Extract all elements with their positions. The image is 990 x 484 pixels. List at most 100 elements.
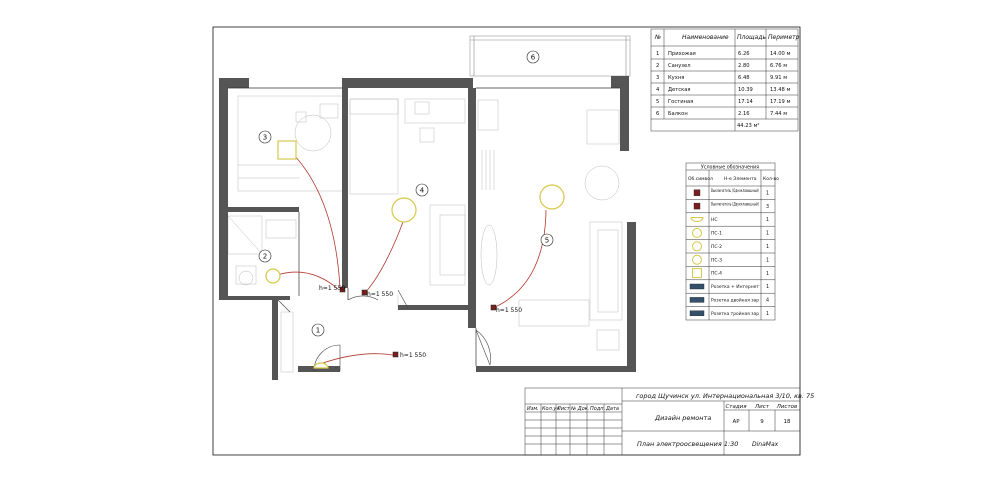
legend-title: Условные обозначения <box>701 165 759 171</box>
switch-icon <box>339 286 346 293</box>
rooms-cell-no: 2 <box>656 63 659 69</box>
ceiling-light-icon <box>692 254 702 265</box>
legend-table <box>685 162 776 321</box>
legend-item-name: Выключатель (Одноклавишный) <box>711 188 759 193</box>
sign-header: Изм. <box>527 406 539 412</box>
rooms-cell-perimeter: 6.76 м <box>770 63 787 69</box>
legend-item-name: НС <box>711 217 718 223</box>
room-label-5: 5 <box>545 237 549 245</box>
rooms-cell-name: Гостиная <box>668 99 693 105</box>
sheets-value: 18 <box>784 419 791 425</box>
wire-kitchen <box>293 154 341 289</box>
legend-header-symbol: Об.символ <box>688 176 713 182</box>
legend-item-name: Розетка тройная зар <box>711 310 759 317</box>
rooms-cell-perimeter: 13.48 м <box>770 87 790 93</box>
legend-item-qty: 1 <box>766 231 769 237</box>
stage-header: Стадия <box>725 404 747 410</box>
legend-item-qty: 1 <box>766 311 769 317</box>
legend-item-name: Выключатель (Двухклавишный) <box>711 202 759 207</box>
project-name: Дизайн ремонта <box>654 414 711 422</box>
room-label-3: 3 <box>263 134 267 142</box>
rooms-cell-no: 3 <box>656 75 659 81</box>
switch-single-icon <box>693 189 701 196</box>
sheets-header: Листов <box>776 404 798 410</box>
rooms-cell-name: Кухня <box>668 75 684 81</box>
sheet-value: 9 <box>760 419 764 425</box>
height-label: h=1 550 <box>319 285 345 292</box>
switches <box>339 286 497 358</box>
legend-item-qty: 1 <box>766 190 769 196</box>
legend-item-qty: 1 <box>766 244 769 250</box>
height-label: h=1 550 <box>367 291 393 298</box>
sign-header: Лист <box>556 406 571 412</box>
sign-header: Подп. <box>590 406 605 412</box>
rooms-cell-area: 10.39 <box>738 87 753 93</box>
ceiling-light-icon <box>692 227 702 238</box>
wire-bath <box>276 271 339 290</box>
ceiling-light-bath <box>265 268 281 284</box>
rooms-table <box>650 28 799 132</box>
legend-item-name: ПС-4 <box>711 271 722 277</box>
legend-item-name: ПС-2 <box>711 244 722 250</box>
rooms-total: 44.23 м² <box>737 123 760 129</box>
room-label-6: 6 <box>531 54 536 62</box>
rooms-cell-name: Детская <box>668 87 691 93</box>
rooms-cell-no: 5 <box>656 99 659 105</box>
lights <box>265 140 565 369</box>
rooms-cell-no: 1 <box>656 51 659 57</box>
rooms-cell-area: 6.26 <box>738 51 750 57</box>
switch-icon <box>490 304 497 311</box>
sheet-header: Лист <box>754 404 770 410</box>
wire-living <box>492 209 547 309</box>
sign-header: Дата <box>605 406 619 412</box>
legend-item-qty: 1 <box>766 271 769 277</box>
rooms-cell-perimeter: 14.00 м <box>770 51 790 57</box>
legend-item-name: Розетка + Интернет <box>711 284 759 290</box>
legend-item-name: ПС-3 <box>711 257 722 263</box>
rooms-cell-perimeter: 7.44 м <box>770 111 787 117</box>
height-label: h=1 550 <box>496 307 522 314</box>
company-name: DinaMax <box>752 441 779 448</box>
rooms-cell-perimeter: 9.91 м <box>770 75 787 81</box>
balcony <box>469 35 631 77</box>
legend-header-name: Н-е Элемента <box>724 176 757 182</box>
height-label: h=1 550 <box>400 352 426 359</box>
wire-child <box>364 221 404 294</box>
title-block <box>524 387 801 456</box>
rooms-cell-no: 4 <box>656 87 660 93</box>
sign-header: № Док. <box>570 406 589 412</box>
rooms-cell-area: 2.80 <box>738 63 750 69</box>
room-label-1: 1 <box>316 327 320 335</box>
rooms-cell-name: Прихожая <box>668 51 696 57</box>
socket-triple-icon <box>689 310 705 316</box>
wall-light-hall <box>313 362 329 369</box>
legend-item-name: Розетка двойная зар <box>711 297 759 304</box>
ceiling-light-square-icon <box>692 268 702 279</box>
wires <box>276 154 547 365</box>
rooms-cell-area: 17.14 <box>738 99 754 105</box>
rooms-header-no: № <box>654 34 661 41</box>
legend-item-name: ПС-1 <box>711 231 722 237</box>
rooms-header-area: Площадь <box>737 34 766 41</box>
ceiling-light-living <box>539 184 565 210</box>
rooms-cell-area: 6.48 <box>738 75 750 81</box>
room-label-2: 2 <box>263 253 267 261</box>
sheet-frame <box>212 26 801 456</box>
legend-item-qty: 1 <box>766 284 769 290</box>
room-label-4: 4 <box>420 187 425 195</box>
socket-double-icon <box>689 297 705 303</box>
sign-header: Кол.уч <box>542 406 559 412</box>
switch-double-icon <box>693 202 701 210</box>
ceiling-light-icon <box>692 241 702 252</box>
ceiling-light-child <box>391 197 417 223</box>
wire-hall <box>319 353 394 365</box>
rooms-cell-name: Балкон <box>668 111 688 117</box>
legend-item-qty: 4 <box>766 298 769 304</box>
rooms-cell-area: 2.16 <box>738 111 750 117</box>
rooms-header-perimeter: Периметр <box>768 34 800 41</box>
legend-header-qty: Кол-во <box>763 176 779 182</box>
stage-value: АР <box>732 419 740 425</box>
socket-internet-icon <box>689 283 705 290</box>
walls <box>219 76 636 380</box>
